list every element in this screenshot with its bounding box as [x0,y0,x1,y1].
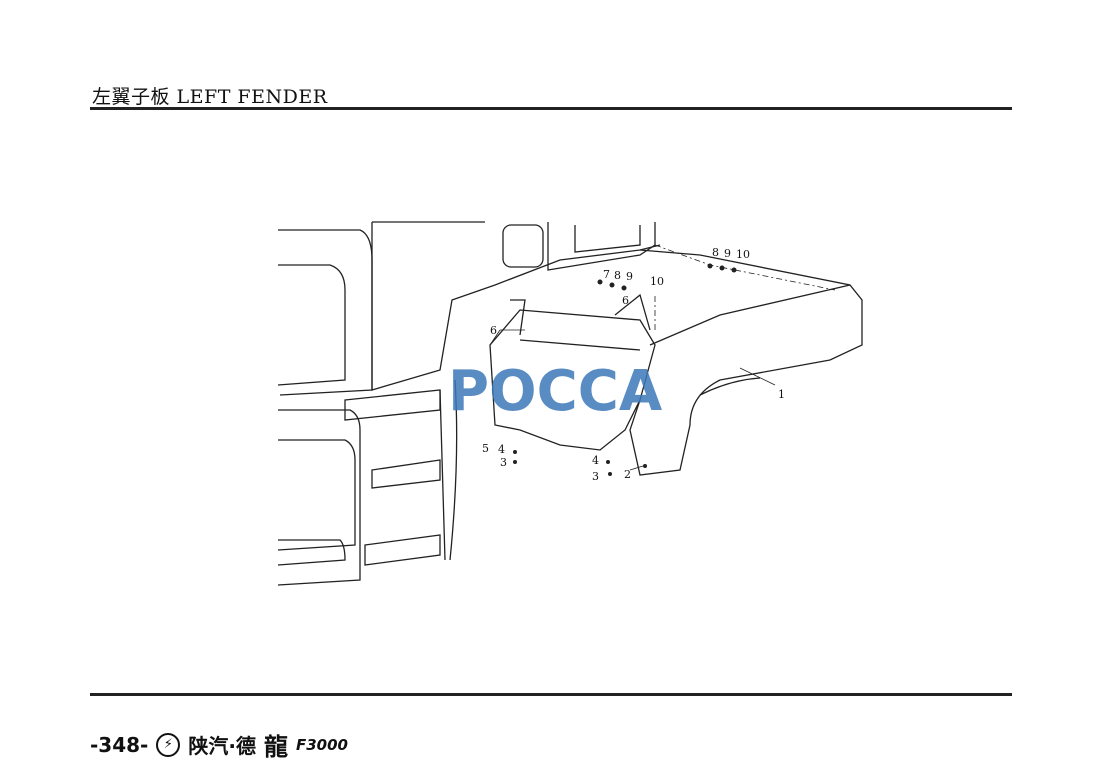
door-handle [502,224,544,268]
page-footer: -348- ⚡ 陕汽·德 龍 F3000 [90,727,348,762]
cab-step [344,389,441,421]
bracket-right [614,293,651,331]
callout-2: 2 [624,468,631,481]
callout-3b: 3 [592,470,599,483]
mudguard-panel [489,309,656,451]
callout-7: 7 [603,268,610,281]
callout-10: 10 [650,275,664,288]
callout-4: 4 [498,443,505,456]
callout-5: 5 [482,442,489,455]
callout-8: 8 [614,269,621,282]
callout-6: 6 [490,324,497,337]
callout-9: 9 [626,270,633,283]
callout-9b: 9 [724,247,731,260]
callout-8b: 8 [712,246,719,259]
cab-front-panel [278,229,373,396]
callout-4b: 4 [592,454,599,467]
callout-labels: 1 2 3 3 4 4 5 6 6 7 8 8 9 9 10 10 [482,246,785,483]
page-title: 左翼子板 LEFT FENDER [92,86,328,108]
footer-divider [90,693,1012,696]
brand-script: 龍 [263,732,288,761]
callout-6b: 6 [622,294,629,307]
page-number: -348- [90,732,149,757]
model-name: F3000 [295,735,348,754]
watermark-logo: POCCA [448,359,663,424]
bracket-left [510,299,526,336]
callout-3: 3 [500,456,507,469]
header-divider [90,107,1012,110]
callout-1: 1 [778,388,785,401]
callout-10b: 10 [736,248,750,261]
brand-name: 陕汽·德 [188,734,256,758]
shaanxi-logo-icon: ⚡ [156,732,181,757]
fender-body [629,249,863,476]
